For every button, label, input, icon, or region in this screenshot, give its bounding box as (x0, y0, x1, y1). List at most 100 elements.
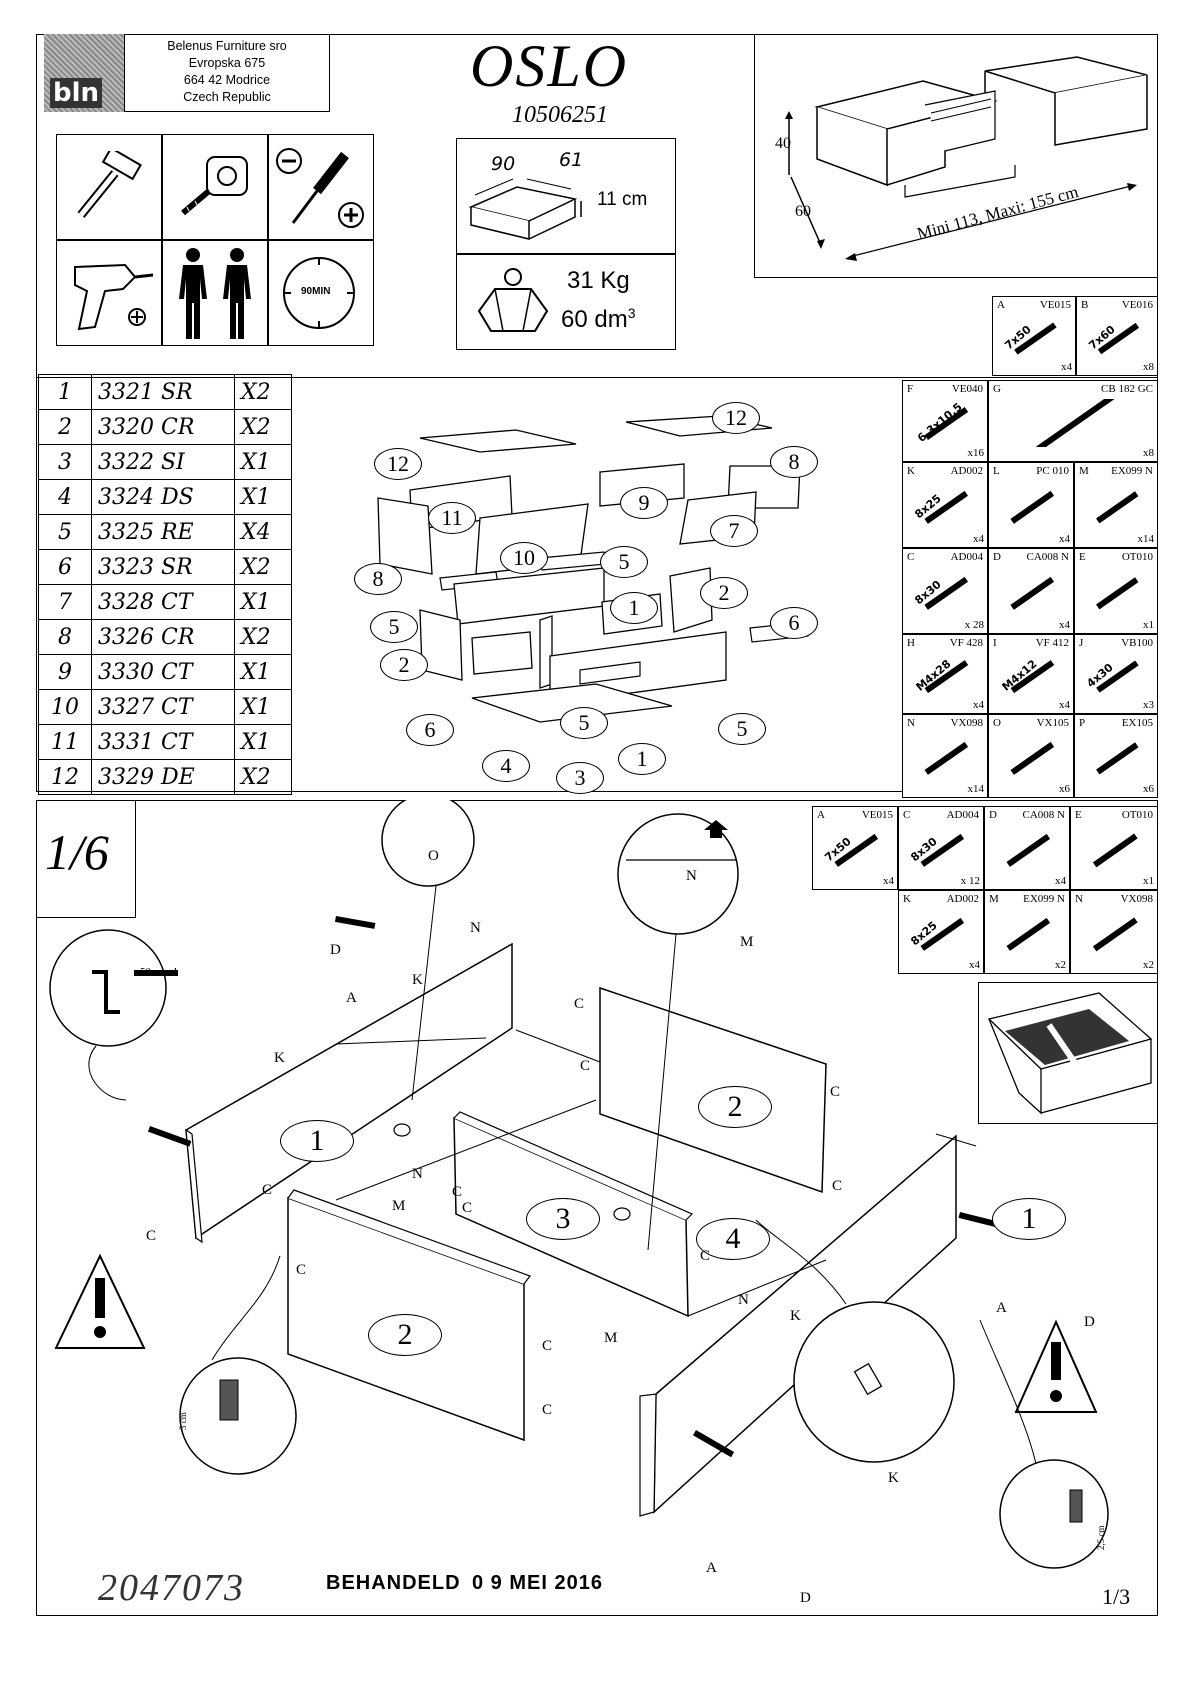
hardware-callout: C (462, 1200, 473, 1216)
hardware-icon (1010, 741, 1055, 775)
part-qty: X2 (234, 409, 292, 445)
hardware-qty: x8 (1143, 361, 1154, 373)
hardware-letter: J (1079, 637, 1084, 649)
clock-icon (283, 257, 355, 329)
hardware-callout: C (296, 1262, 307, 1278)
package-volume-exponent: 3 (627, 305, 636, 321)
handwritten-number: 2047073 (98, 1567, 245, 1609)
hardware-code: CA008 N (1022, 809, 1065, 821)
hardware-callout: O (428, 848, 439, 864)
part-code: 3321 SR (91, 374, 235, 410)
screwdriver-icon (276, 148, 364, 228)
part-qty: X4 (234, 514, 292, 550)
exploded-part-label: 1 (618, 743, 666, 775)
hardware-letter: B (1081, 299, 1089, 311)
hardware-qty: x14 (967, 783, 985, 795)
hardware-code: VE016 (1121, 299, 1153, 311)
exploded-part-label: 10 (500, 542, 548, 574)
part-num: 5 (38, 514, 92, 550)
part-qty: X1 (234, 689, 292, 725)
part-qty: X2 (234, 759, 292, 795)
hardware-code: PC 010 (1036, 465, 1069, 477)
exploded-part-label: 5 (370, 611, 418, 643)
hardware-qty: x16 (967, 447, 985, 459)
two-people-icon (179, 248, 251, 339)
hardware-qty: x3 (1143, 699, 1154, 711)
hardware-qty: x4 (1059, 619, 1070, 631)
tape-measure-icon (181, 156, 248, 216)
height-max-label: 60 (795, 203, 811, 220)
exploded-part-label: 2 (380, 649, 428, 681)
hardware-letter: M (989, 893, 999, 905)
hardware-code: VX098 (1120, 893, 1153, 905)
hardware-callout: D (330, 942, 341, 958)
exploded-part-label: 12 (374, 448, 422, 480)
part-code: 3328 CT (91, 584, 235, 620)
hardware-letter: D (989, 809, 997, 821)
hardware-callout: N (686, 868, 697, 884)
hardware-qty: x4 (1055, 875, 1066, 887)
package-depth: 61 (559, 149, 584, 171)
hardware-qty: x1 (1143, 619, 1154, 631)
stamp-date: 0 9 MEI 2016 (472, 1572, 603, 1594)
part-code: 3327 CT (91, 689, 235, 725)
part-code: 3320 CR (91, 409, 235, 445)
hardware-qty: x4 (1059, 533, 1070, 545)
hardware-code: AD002 (946, 893, 979, 905)
panel-label: 2 (368, 1314, 442, 1356)
part-qty: X1 (234, 654, 292, 690)
tools-grid: 90MIN (56, 134, 374, 346)
hardware-code: EX099 N (1023, 893, 1065, 905)
hardware-callout: N (412, 1166, 423, 1182)
hardware-qty: x6 (1143, 783, 1154, 795)
hardware-letter: E (1079, 551, 1086, 563)
hardware-letter: I (993, 637, 997, 649)
hardware-code: VF 412 (1035, 637, 1069, 649)
step-panel (36, 800, 1158, 1616)
hardware-icon (1096, 491, 1139, 524)
company-street: Evropska 675 (188, 56, 266, 70)
hardware-letter: N (1075, 893, 1083, 905)
hardware-callout: K (790, 1308, 801, 1324)
part-qty: X1 (234, 584, 292, 620)
package-weight: 31 Kg (567, 267, 630, 294)
exploded-part-label: 5 (560, 707, 608, 739)
page-number: 1/3 (1102, 1584, 1131, 1609)
exploded-part-label: 11 (428, 502, 476, 534)
hardware-callout: C (574, 996, 585, 1012)
exploded-part-label: 9 (620, 487, 668, 519)
hardware-code: VB100 (1121, 637, 1153, 649)
hardware-qty: x4 (1061, 361, 1072, 373)
hardware-icon (1096, 742, 1139, 775)
hardware-icon (1092, 833, 1138, 868)
exploded-part-label: 3 (556, 762, 604, 794)
hardware-code: VE015 (1039, 299, 1071, 311)
hardware-letter: C (903, 809, 911, 821)
hardware-qty: x4 (973, 533, 984, 545)
package-height: 11 cm (597, 189, 648, 210)
hardware-qty: x 12 (960, 875, 980, 887)
part-qty: X1 (234, 479, 292, 515)
panel-label: 1 (992, 1198, 1066, 1240)
hardware-qty: x4 (973, 699, 984, 711)
part-code: 3322 SI (91, 444, 235, 480)
hardware-callout: K (412, 972, 423, 988)
hardware-callout: C (832, 1178, 843, 1194)
hardware-callout: C (580, 1058, 591, 1074)
hardware-letter: P (1079, 717, 1086, 729)
hardware-icon (1006, 917, 1051, 951)
stamp-text: BEHANDELD (326, 1572, 461, 1594)
hardware-callout: A (996, 1300, 1007, 1316)
exploded-part-label: 1 (610, 592, 658, 624)
depth-k-label: 2,5 cm (1096, 1525, 1106, 1551)
